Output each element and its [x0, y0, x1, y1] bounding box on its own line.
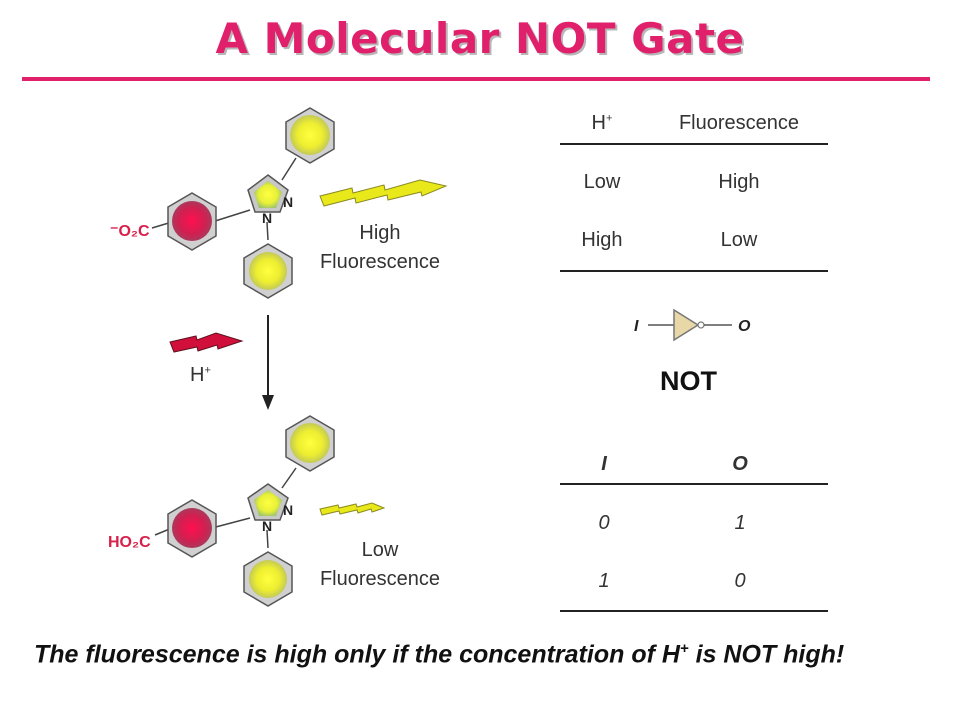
truth-table-header-rule — [560, 483, 828, 485]
bottom-molecule: N N HO₂C — [108, 415, 335, 607]
footer-statement: The fluorescence is high only if the con… — [34, 628, 934, 675]
table-cell: 0 — [734, 570, 746, 592]
table-cell: 1 — [734, 512, 746, 534]
low-fluorescence-bolt — [319, 502, 386, 516]
table-cell: High — [581, 229, 623, 251]
high-fluorescence-line2: Fluorescence — [319, 251, 441, 273]
footer-text-before: The fluorescence is high only if the con… — [34, 640, 680, 669]
footer-charge: + — [679, 640, 689, 657]
fluorescence-table-bottom-rule — [560, 270, 828, 272]
top-molecule: N N ⁻O₂C — [110, 107, 335, 299]
truth-table-bottom-rule — [560, 610, 828, 612]
nitrogen-label-top-1: N — [283, 194, 293, 210]
table-cell: High — [718, 171, 760, 193]
proton-charge: + — [204, 364, 211, 377]
nitrogen-label-bottom-1: N — [283, 502, 293, 518]
reaction-arrow — [262, 315, 274, 410]
low-fluorescence-line1: Low — [361, 539, 399, 561]
page-title: A Molecular NOT Gate — [215, 14, 745, 63]
high-fluorescence-line1: High — [359, 222, 401, 244]
table-cell: 1 — [598, 570, 610, 592]
truth-table-header-i: I — [601, 453, 607, 475]
not-gate-name: NOT — [660, 366, 717, 396]
table-cell: Low — [720, 229, 758, 251]
truth-table-header-o: O — [732, 453, 748, 475]
carboxylic-acid-label: HO₂C — [108, 534, 151, 551]
nitrogen-label-top-2: N — [262, 210, 272, 226]
proton-label: H+ — [190, 364, 211, 387]
gate-output-label: O — [738, 318, 751, 335]
proton-bolt — [169, 332, 244, 353]
low-fluorescence-line2: Fluorescence — [319, 568, 441, 590]
fluorescence-table-header-rule — [560, 143, 828, 145]
nitrogen-label-bottom-2: N — [262, 518, 272, 534]
high-fluorescence-bolt — [319, 179, 448, 207]
carboxylate-label: ⁻O₂C — [110, 223, 150, 240]
table-cell: 0 — [598, 512, 610, 534]
title-underline — [22, 77, 930, 81]
proton-symbol: H — [190, 364, 205, 386]
footer-text-after: is NOT high! — [688, 640, 845, 669]
low-fluorescence-label: Low Fluorescence — [310, 536, 450, 594]
table-cell: Low — [583, 171, 621, 193]
fluorescence-table-header-fluorescence: Fluorescence — [678, 112, 800, 134]
fluorescence-table-header-h: H+ — [591, 112, 613, 134]
high-fluorescence-label: High Fluorescence — [310, 219, 450, 277]
not-gate-symbol: I O — [634, 308, 751, 342]
gate-input-label: I — [634, 318, 639, 335]
